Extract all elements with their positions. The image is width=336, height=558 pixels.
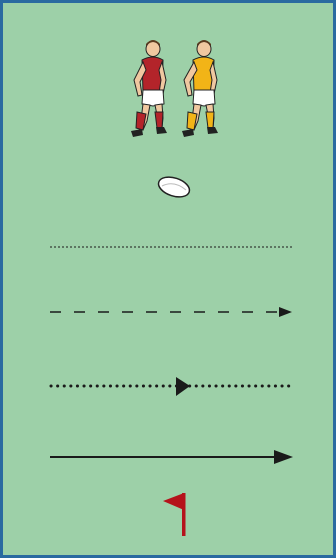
pitch-diagram: [0, 0, 336, 558]
pitch-canvas: [0, 0, 336, 558]
pitch-field: [2, 2, 335, 557]
